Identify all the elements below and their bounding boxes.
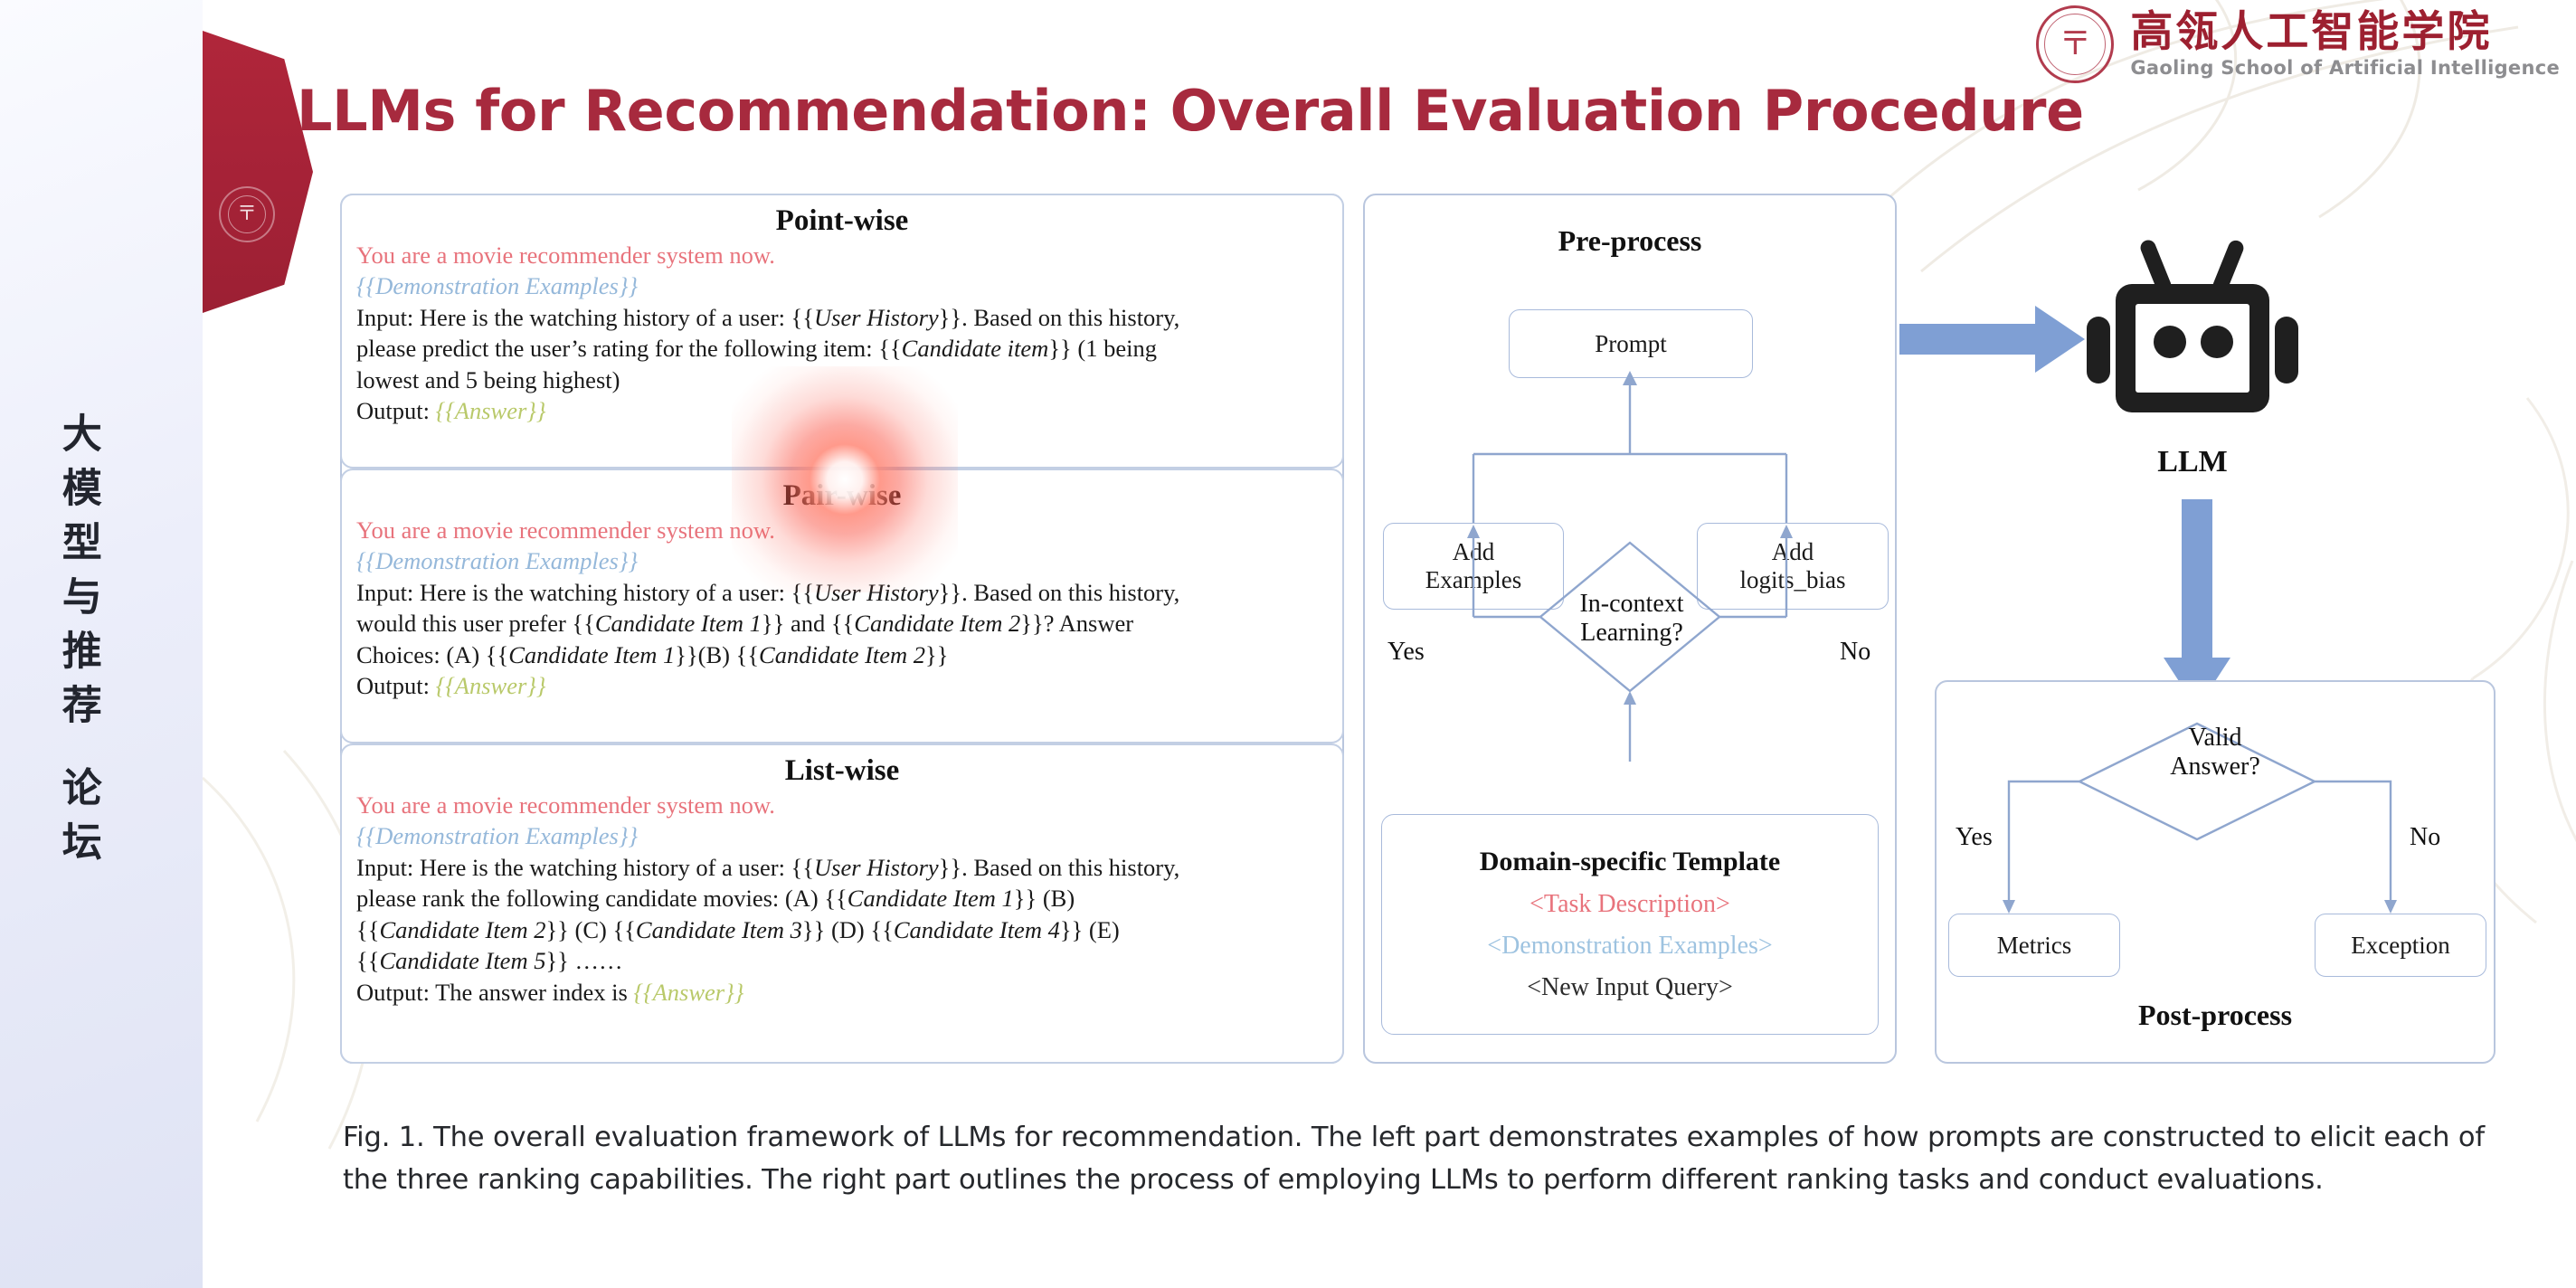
template-new-input-query: <New Input Query> — [1527, 973, 1733, 1001]
template-task-description: <Task Description> — [1530, 890, 1730, 918]
prompt-body-line: would this user prefer {{Candidate Item … — [356, 610, 1134, 638]
prompt-output-value: {{Answer}} — [435, 672, 546, 700]
prompt-box-title: List-wise — [784, 754, 900, 787]
prompt-box-title: Pair-wise — [782, 479, 902, 512]
prompt-body-line: please rank the following candidate movi… — [356, 885, 1075, 913]
prompt-output-line: Output: {{Answer}} — [356, 395, 1328, 426]
prompt-body: Input: Here is the watching history of a… — [356, 852, 1328, 977]
prompt-body-line: Input: Here is the watching history of a… — [356, 578, 1180, 606]
prompt-demo-line: {{Demonstration Examples}} — [356, 822, 639, 850]
decision-in-context-learning: In-context Learning? — [1579, 590, 1684, 648]
prompt-box-pair-wise: Pair-wise You are a movie recommender sy… — [340, 469, 1344, 743]
prompt-output-value: {{Answer}} — [435, 397, 546, 425]
prompt-body: Input: Here is the watching history of a… — [356, 577, 1328, 670]
figure-caption: Fig. 1. The overall evaluation framework… — [343, 1122, 2485, 1196]
prompt-output-prefix: Output: — [356, 397, 436, 425]
prompt-role-line: You are a movie recommender system now. — [356, 242, 775, 269]
llm-label: LLM — [2157, 445, 2228, 478]
prompt-body-line: {{Candidate Item 5}} …… — [356, 947, 623, 975]
prompt-body: Input: Here is the watching history of a… — [356, 302, 1328, 395]
preprocess-edges — [1467, 371, 1793, 762]
slide-canvas: 〒 LLMs for Recommendation: Overall Evalu… — [203, 0, 2576, 1288]
postprocess-title: Post-process — [2137, 999, 2293, 1031]
prompt-body-line: please predict the user’s rating for the… — [356, 335, 1157, 363]
page-title: LLMs for Recommendation: Overall Evaluat… — [297, 78, 2084, 144]
brand-name-cn: 高瓴人工智能学院 — [2130, 6, 2493, 57]
prompt-output-line: Output: {{Answer}} — [356, 670, 1328, 701]
node-metrics: Metrics — [1948, 914, 2120, 977]
prompt-role-line: You are a movie recommender system now. — [356, 516, 775, 544]
prompt-body-line: Choices: (A) {{Candidate Item 1}}(B) {{C… — [356, 640, 949, 668]
domain-specific-template-box: Domain-specific Template <Task Descripti… — [1381, 814, 1879, 1035]
prompt-demo-line: {{Demonstration Examples}} — [356, 547, 639, 575]
preprocess-title: Pre-process — [1558, 224, 1702, 257]
figure-1: Point-wise You are a movie recommender s… — [203, 0, 2576, 1288]
edge-label-no: No — [1840, 638, 1871, 666]
robot-head-icon — [2087, 240, 2298, 412]
prompt-demo-line: {{Demonstration Examples}} — [356, 272, 639, 300]
node-prompt: Prompt — [1509, 309, 1753, 378]
prompt-output-prefix: Output: The answer index is — [356, 978, 634, 1006]
prompt-box-title: Point-wise — [775, 204, 909, 237]
postprocess-edge-label-no: No — [2410, 823, 2441, 851]
template-title: Domain-specific Template — [1479, 847, 1781, 876]
prompt-box-list-wise: List-wise You are a movie recommender sy… — [340, 743, 1344, 1064]
decision-valid-answer: Valid Answer? — [2170, 724, 2260, 781]
node-add-logits-bias: Add logits_bias — [1697, 523, 1889, 610]
brand-name-en: Gaoling School of Artificial Intelligenc… — [2130, 57, 2560, 80]
sidebar-vertical-title: 大模型与推荐 论坛 — [54, 412, 101, 876]
prompt-output-value: {{Answer}} — [633, 978, 744, 1006]
node-exception: Exception — [2315, 914, 2486, 977]
brand-lockup: 〒 高瓴人工智能学院 Gaoling School of Artificial … — [2036, 5, 2560, 83]
prompt-body-line: {{Candidate Item 2}} (C) {{Candidate Ite… — [356, 915, 1120, 943]
edge-label-yes: Yes — [1387, 638, 1425, 666]
forum-sidebar: 大模型与推荐 论坛 — [0, 0, 203, 1288]
university-seal-icon: 〒 — [219, 186, 275, 242]
postprocess-panel — [1935, 680, 2496, 1064]
prompt-output-prefix: Output: — [356, 672, 436, 700]
postprocess-edges — [2003, 722, 2397, 914]
prompt-role-line: You are a movie recommender system now. — [356, 791, 775, 819]
template-demonstration-examples: <Demonstration Examples> — [1487, 932, 1773, 960]
arrow-preprocess-to-llm — [1899, 306, 2085, 373]
arrow-llm-to-postprocess — [2164, 499, 2230, 709]
prompt-body-line: lowest and 5 being highest) — [356, 365, 620, 393]
prompt-box-point-wise: Point-wise You are a movie recommender s… — [340, 194, 1344, 469]
prompt-output-line: Output: The answer index is {{Answer}} — [356, 977, 1328, 1008]
prompt-body-line: Input: Here is the watching history of a… — [356, 303, 1180, 331]
ruc-seal-icon: 〒 — [2036, 5, 2115, 83]
prompt-body-line: Input: Here is the watching history of a… — [356, 853, 1180, 881]
postprocess-edge-label-yes: Yes — [1956, 823, 1993, 851]
